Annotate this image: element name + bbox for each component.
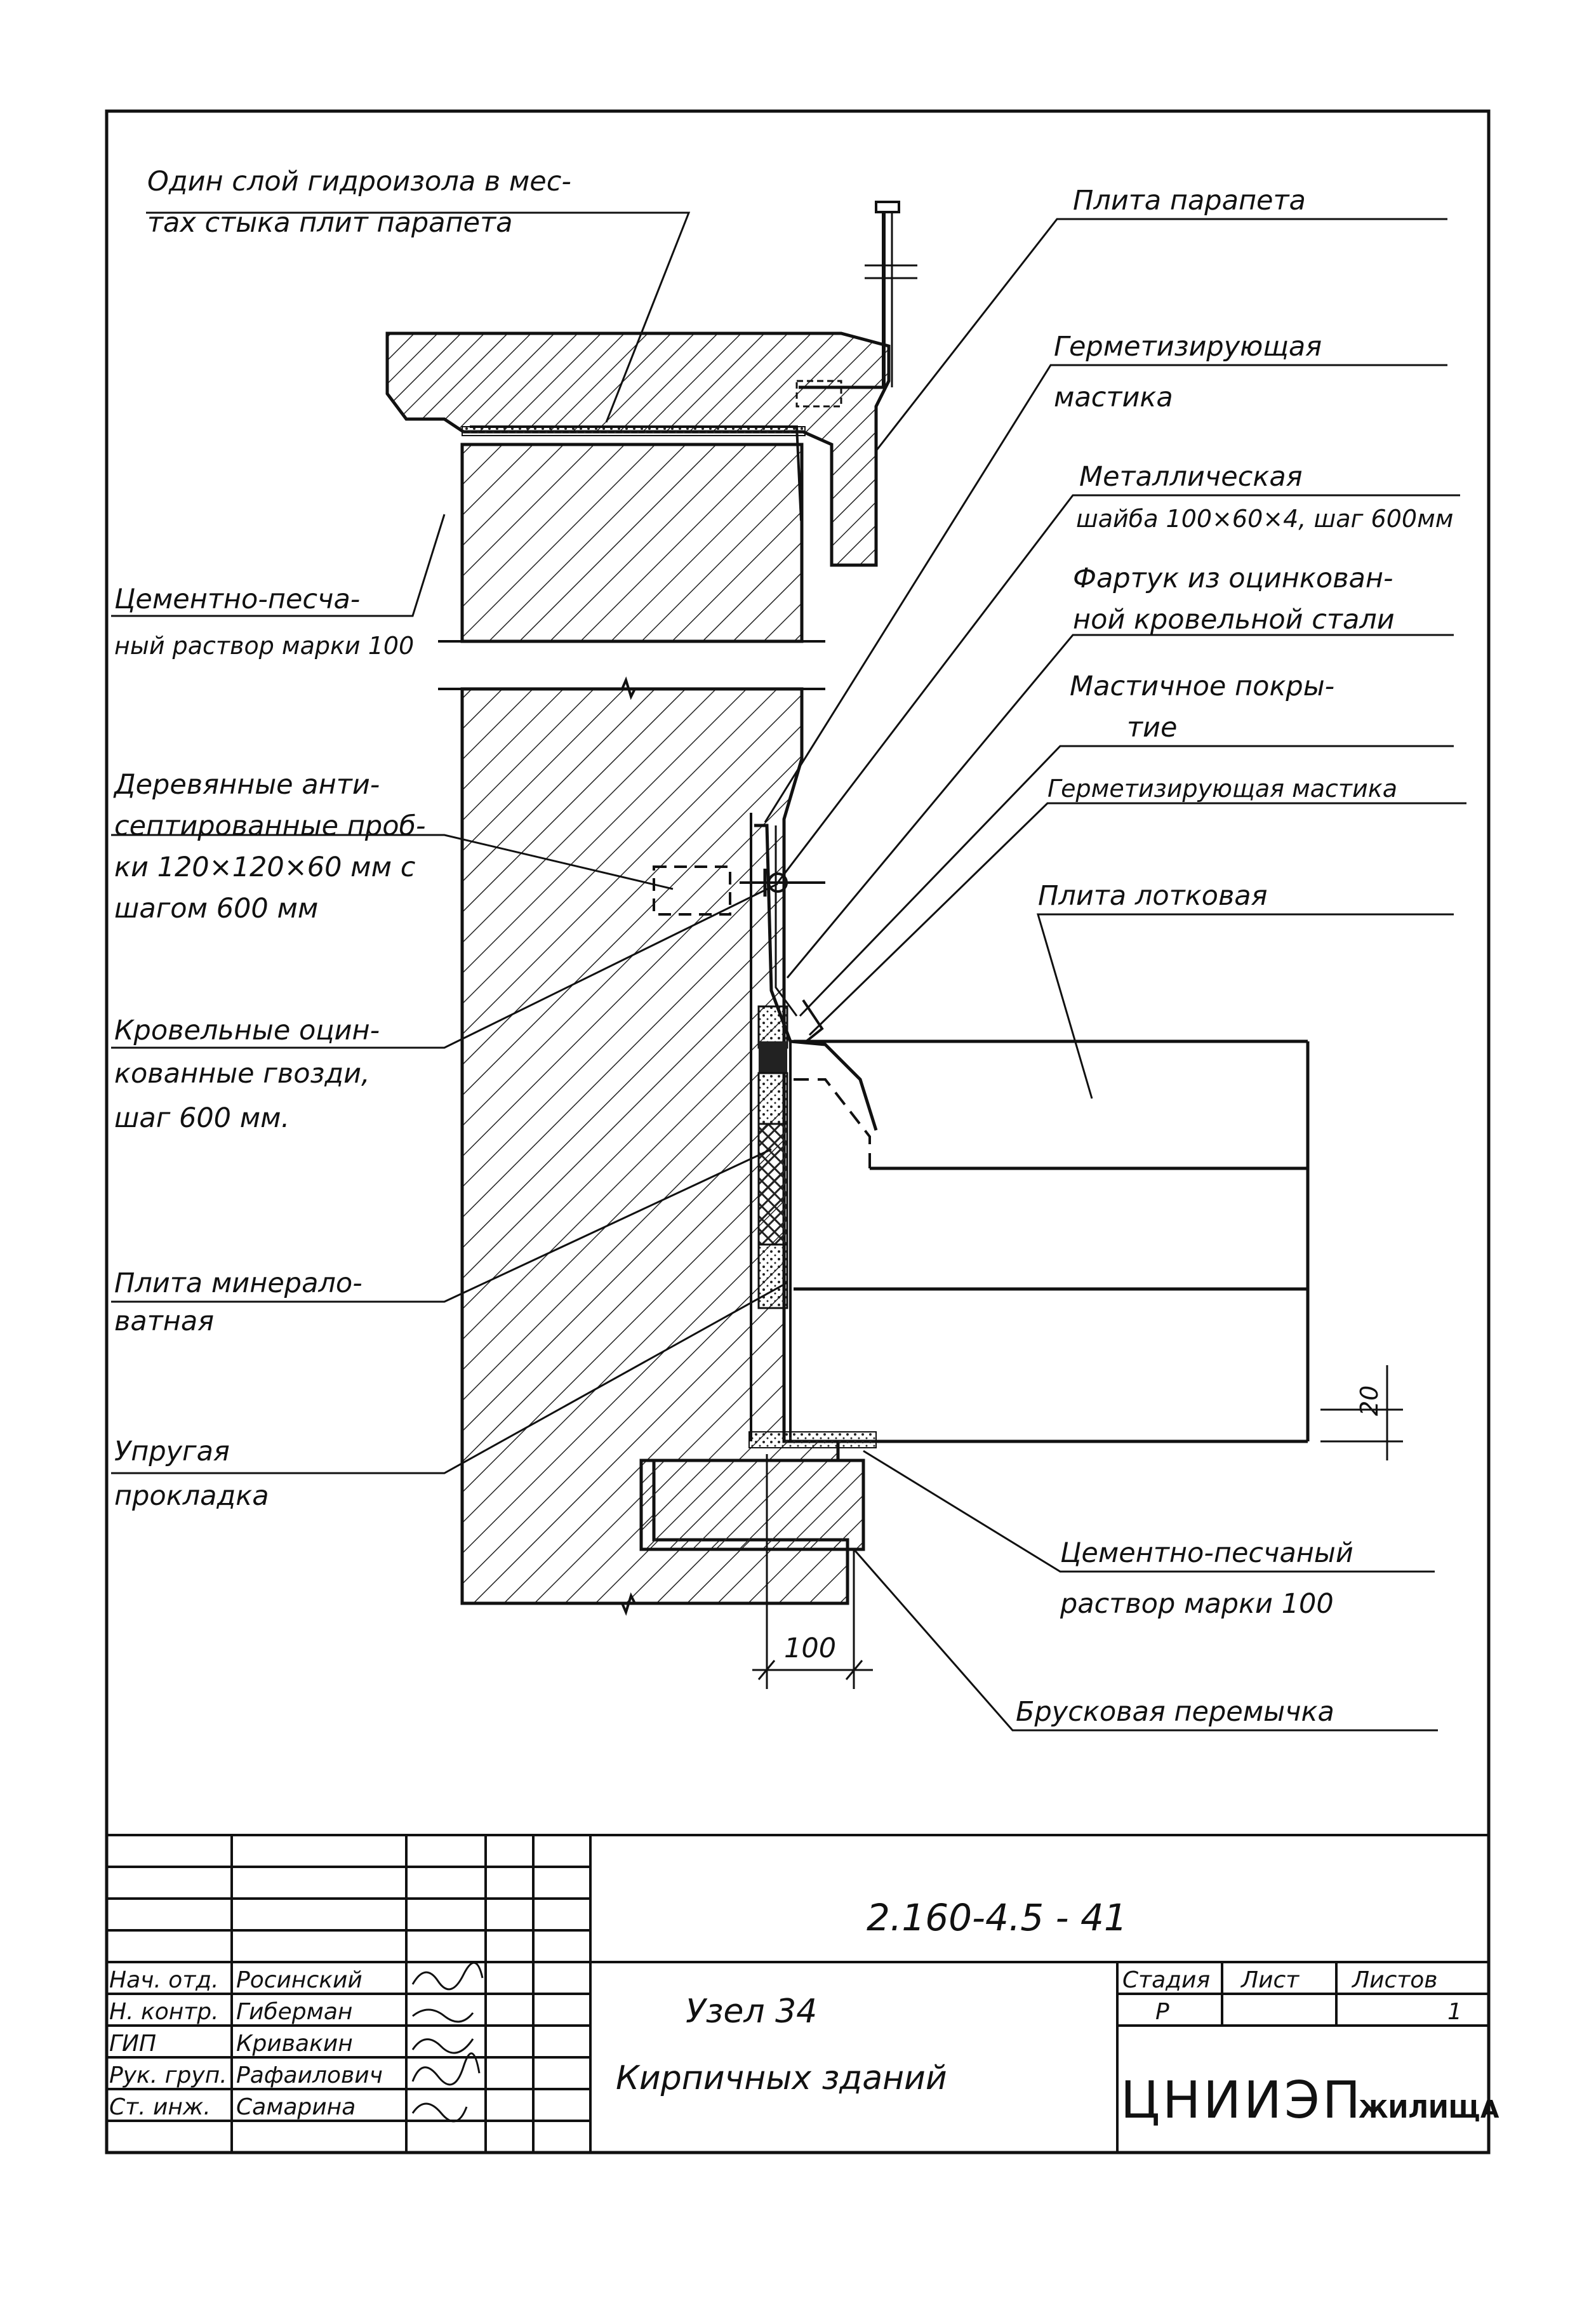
label-sealant-top-l2: мастика [1054,382,1173,413]
label-wood-plugs-l4: шагом 600 мм [114,893,318,925]
org-sub: ЖИЛИЩА [1359,2095,1499,2123]
dimension-100-text: 100 [784,1633,836,1664]
label-wood-plugs-l3: ки 120×120×60 мм с [114,851,416,883]
metal-flashing [653,824,878,1131]
sig-name-3: Кривакин [236,2031,353,2057]
label-wood-plugs-l1: Деревянные анти- [113,769,380,801]
label-gasket-l2: прокладка [114,1480,269,1512]
label-mortar-bottom-l1: Цементно-песчаный [1060,1537,1353,1569]
dimension-100: 100 [752,1454,873,1689]
org-main: ЦНИИЭП [1120,2071,1363,2130]
label-mineral-wool-l2: ватная [114,1306,214,1337]
dimension-20-text: 20 [1355,1386,1383,1416]
label-flashing-l2: ной кровельной стали [1073,604,1395,636]
title-block [105,1834,1490,2154]
label-sealant-bottom: Герметизирующая мастика [1047,775,1397,803]
leaders-right [764,218,1466,1732]
label-mortar-top-l1: Цементно-песча- [114,584,360,615]
title-line2: Кирпичных зданий [616,2059,947,2097]
sig-name-4: Рафаилович [236,2062,383,2088]
lintel [639,1459,865,1551]
anchor-rod [795,201,917,408]
label-parapet-slab: Плита парапета [1073,185,1306,217]
parapet-slab [385,331,891,567]
sig-name-1: Росинский [236,1967,362,1993]
label-mortar-bottom-l2: раствор марки 100 [1060,1588,1334,1620]
label-sealant-top-l1: Герметизирующая [1054,331,1322,363]
col-stage: Стадия [1122,1967,1210,1993]
sig-role-1: Нач. отд. [109,1967,219,1993]
label-mortar-top-l2: ный раствор марки 100 [114,632,414,660]
joint-filling [748,813,877,1448]
sig-role-4: Рук. груп. [109,2062,227,2088]
sig-role-3: ГИП [109,2031,156,2057]
label-washer-l1: Металлическая [1079,461,1303,493]
label-mastic-cover-l2: тие [1127,712,1177,744]
label-lintel: Брусковая перемычка [1016,1696,1334,1728]
col-sheet: Лист [1240,1967,1300,1993]
label-waterproofing-l2: тах стыка плит парапета [147,207,512,239]
label-nails-l3: шаг 600 мм. [114,1102,289,1134]
tray-slab [789,1039,1310,1443]
label-mineral-wool-l1: Плита минерало- [114,1267,362,1299]
dimension-20: 20 [1320,1365,1403,1460]
sig-name-5: Самарина [236,2094,356,2120]
label-tray-slab: Плита лотковая [1038,880,1268,912]
doc-number: 2.160-4.5 - 41 [867,1896,1127,1939]
sheets-value: 1 [1447,1999,1462,2025]
label-nails-l1: Кровельные оцин- [114,1015,380,1046]
sig-role-2: Н. контр. [109,1999,219,2025]
label-mastic-cover-l1: Мастичное покры- [1070,671,1334,702]
label-gasket-l1: Упругая [114,1436,230,1467]
label-washer-l2: шайба 100×60×4, шаг 600мм [1076,505,1453,533]
sig-name-2: Гиберман [236,1999,352,2025]
label-nails-l2: кованные гвозди, [114,1058,370,1090]
label-waterproofing-l1: Один слой гидроизола в мес- [147,166,571,197]
label-flashing-l1: Фартук из оцинкован- [1073,563,1393,594]
col-sheets: Листов [1351,1967,1437,1993]
signature-scribbles [411,1961,484,2123]
sig-role-5: Ст. инж. [109,2094,211,2120]
leaders-left [111,211,788,1474]
label-wood-plugs-l2: септированные проб- [114,810,426,842]
title-line1: Узел 34 [686,1993,817,2031]
stage-value: Р [1155,1999,1169,2025]
